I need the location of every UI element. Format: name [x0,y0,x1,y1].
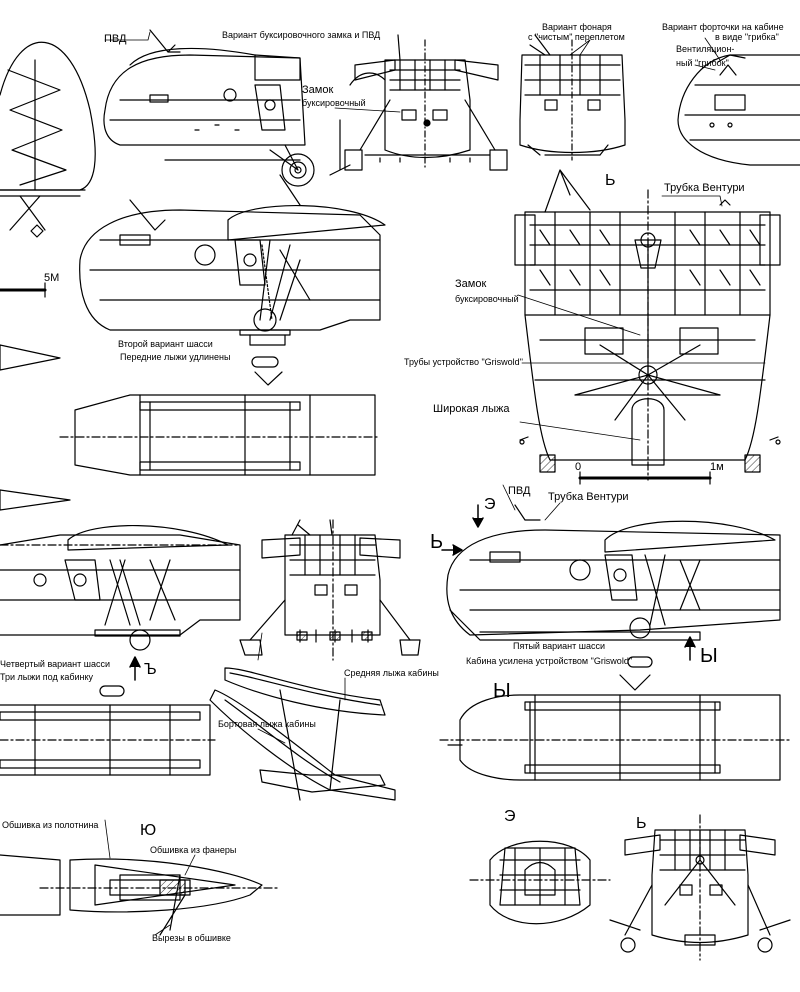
canvas-covering-label: Обшивка из полотнина [2,820,99,830]
wide-ski-label: Широкая лыжа [433,403,510,415]
second-variant-sublabel: Передние лыжи удлинены [120,352,231,362]
second-variant-label: Второй вариант шасси [118,339,213,349]
plan-view-e [469,840,611,925]
second-variant-plan-view [0,344,381,476]
ski-details [209,667,396,801]
plywood-covering-label: Обшивка из фанеры [150,845,237,855]
fourth-variant-label: Четвертый вариант шасси [0,659,111,669]
nose-vent-variant [677,54,800,166]
view-y-label: Ы [493,680,511,702]
tow-lock-variant-label: Вариант буксировочного замка и ПВД [222,30,381,40]
tow-lock-label: Замок [302,84,334,96]
view-e-bottom-label: Э [504,808,516,825]
canopy-variant-label: Вариант фонаря [542,22,612,32]
view-b-bottom-label: Ь [636,815,647,832]
front-view-1 [329,34,508,176]
scale-1m-label: 1м [710,461,724,473]
canopy-variant-sublabel: с "чистым" переплетом [528,32,625,42]
fourth-variant-side-view [0,489,241,697]
tail-fin-side-view [0,41,96,298]
view-b-arrow-label: Ь [430,531,444,553]
front-view-three-skis [239,519,421,661]
pvd-label-top: ПВД [104,33,127,45]
tow-lock-label-2: Замок [455,278,487,290]
pvd-label-mid: ПВД [508,485,531,497]
view-e-arrow-label: Э [484,496,496,513]
venturi-tube-label: Трубка Вентури [664,182,745,194]
second-variant-side-view [79,174,386,368]
vent-mushroom-label: Вентиляцион- [676,44,735,54]
tow-lock-sublabel: буксировочный [302,98,366,108]
middle-ski-label: Средняя лыжа кабины [344,668,439,678]
vent-mushroom-sublabel: ный "грибок" [676,58,729,68]
vent-variant-label: Вариант форточки на кабине [662,22,784,32]
front-view-b-bottom [609,814,791,961]
venturi-tube-label-2: Трубка Вентури [548,491,629,503]
view-b-label-top: Ь [605,172,616,189]
scale-5m-label: 5М [44,272,60,284]
leader-lines [104,31,766,936]
side-ski-label: Бортовая лыжа кабины [218,719,316,729]
front-view-canopy [519,34,626,161]
big-front-view-griswold [514,169,781,485]
direction-arrows [129,504,696,681]
plan-view-yu [0,854,281,936]
fifth-variant-side-view [446,504,781,668]
view-yu-label: Ю [140,822,157,839]
cabin-side-view-top [103,29,315,187]
griswold-tubes-label: Трубы устройство "Griswold" [404,357,523,367]
fifth-variant-sublabel: Кабина усилена устройством "Griswold" [466,656,633,666]
fourth-variant-sublabel: Три лыжи под кабинку [0,672,94,682]
tow-lock-sublabel-2: буксировочный [455,294,519,304]
vent-variant-sublabel: в виде "грибка" [715,32,779,42]
fourth-variant-plan-view [0,704,216,776]
cutouts-label: Вырезы в обшивке [152,933,231,943]
scale-zero-label: 0 [575,461,582,473]
arrow-y-label: Ы [700,645,718,667]
arrow-b-small-label: Ъ [144,661,157,678]
fifth-variant-plan-view [439,674,791,781]
fifth-variant-label: Пятый вариант шасси [513,641,606,651]
